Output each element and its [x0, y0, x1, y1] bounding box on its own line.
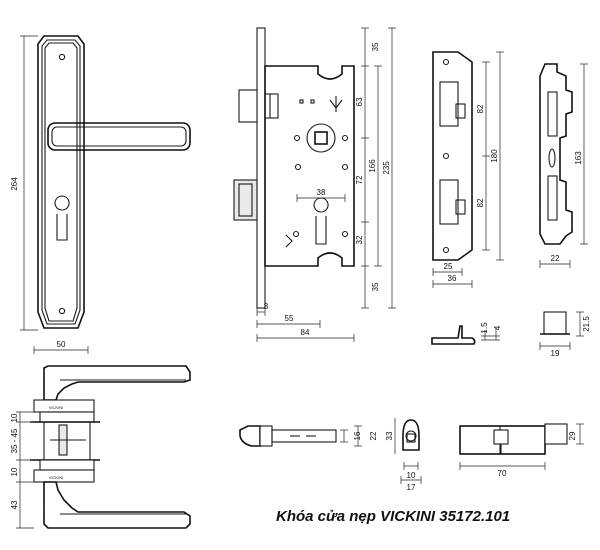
dim-cyl-10: 10: [407, 471, 416, 480]
dim-top-35: 35: [371, 42, 380, 51]
dim-55: 55: [285, 314, 294, 323]
dim-bottom-35: 35: [371, 282, 380, 291]
dim-19: 19: [551, 349, 560, 358]
dim-32: 32: [355, 235, 364, 244]
dim-door-thickness: 35 - 45: [10, 428, 19, 453]
dim-strike-180: 180: [490, 149, 499, 163]
dim-plate-width: 50: [57, 340, 66, 349]
brand-mark-lower: VICKINI: [49, 475, 63, 480]
dim-handle-10: 10: [10, 413, 19, 422]
mortise-body-dimensions: 35 63 72 32 35 166 235 3 55 84: [256, 27, 396, 342]
front-plate-dimensions: 264 50: [10, 35, 89, 354]
dim-spindle-22: 22: [369, 431, 378, 440]
dim-cyl-17: 17: [407, 483, 416, 492]
dim-strike-82a: 82: [476, 104, 485, 113]
cylinder-side-view: 29 70: [459, 423, 584, 478]
dim-235: 235: [382, 161, 391, 175]
dim-box-22: 22: [551, 254, 560, 263]
dim-cyl-29: 29: [568, 431, 577, 440]
product-title: Khóa cửa nẹp VICKINI 35172.101: [276, 508, 511, 525]
strike-box-view: [539, 63, 573, 245]
dim-spindle-16: 16: [353, 431, 362, 440]
brand-mark-upper: VICKINI: [49, 405, 63, 410]
dim-63: 63: [355, 97, 364, 106]
handle-side-view: VICKINI VICKINI: [30, 365, 191, 529]
dim-84: 84: [301, 328, 310, 337]
strike-plate-view: [432, 51, 473, 261]
dim-1-5: 1.5: [480, 322, 489, 334]
dim-cyl-70: 70: [498, 469, 507, 478]
strike-profile-view: 1.5 4: [431, 322, 502, 345]
dim-4: 4: [493, 325, 502, 330]
dim-plate-height: 264: [10, 177, 19, 191]
dim-handle-43: 43: [10, 500, 19, 509]
dim-166: 166: [368, 159, 377, 173]
dim-handle-10b: 10: [10, 467, 19, 476]
dim-box-163: 163: [574, 151, 583, 165]
strike-box-dimensions: 163 22: [539, 63, 588, 268]
dim-cyl-33: 33: [385, 431, 394, 440]
handle-side-dimensions: 10 35 - 45 10 43: [10, 411, 34, 529]
dim-3: 3: [264, 302, 269, 311]
box-profile-view: 21.5 19: [539, 311, 591, 358]
mortise-body-view: 38: [233, 27, 355, 309]
dim-backset-38: 38: [317, 188, 326, 197]
dim-strike-36: 36: [448, 274, 457, 283]
dim-strike-82b: 82: [476, 198, 485, 207]
dim-strike-25: 25: [444, 262, 453, 271]
dim-21-5: 21.5: [582, 316, 591, 332]
spindle-view: 16 22: [239, 425, 378, 447]
cylinder-end-view: 33 10 17: [385, 418, 422, 492]
dim-72: 72: [355, 175, 364, 184]
front-plate-view: [37, 35, 191, 329]
strike-plate-dimensions: 82 82 180 25 36: [432, 51, 504, 288]
